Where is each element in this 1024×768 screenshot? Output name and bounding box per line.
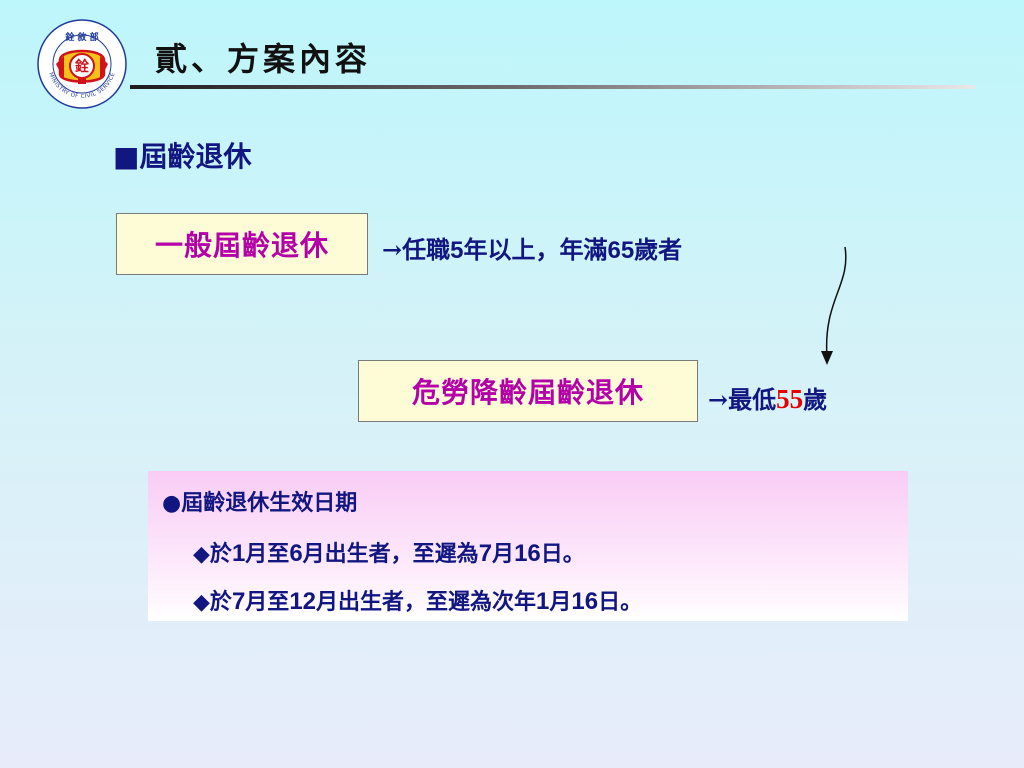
- right-arrow-icon: →: [708, 385, 729, 414]
- rule-number: 12: [289, 588, 317, 615]
- retirement-age: 65: [607, 237, 635, 264]
- condition-text: 年以上，年滿: [463, 235, 608, 264]
- diamond-bullet-icon: ◆: [193, 541, 210, 567]
- logo-top-text: 銓 敘 部: [65, 31, 98, 43]
- condition-text: 任職: [402, 235, 451, 264]
- hazardous-retirement-label: 危勞降齡屆齡退休: [411, 376, 644, 409]
- section-heading: ■屆齡退休: [113, 135, 251, 175]
- rule-number: 6: [289, 540, 303, 567]
- effective-date-panel: ●屆齡退休生效日期 ◆於1月至6月出生者，至遲為7月16日。 ◆於7月至12月出…: [148, 471, 908, 621]
- rule-text: 日。: [598, 589, 643, 615]
- rule-number: 1: [231, 540, 246, 567]
- hazardous-retirement-condition: →最低55歲: [708, 380, 827, 415]
- condition-text: 歲者: [634, 235, 683, 264]
- rule-number: 16: [514, 540, 541, 567]
- hazardous-retirement-box: 危勞降齡屆齡退休: [358, 360, 698, 422]
- rule-text: 月: [549, 589, 572, 615]
- effective-date-rule-1: ◆於1月至6月出生者，至遲為7月16日。: [193, 536, 585, 568]
- circle-bullet-icon: ●: [162, 490, 182, 516]
- curved-down-arrow-icon: [821, 246, 847, 365]
- condition-text: 歲: [803, 385, 828, 414]
- rule-text: 月出生者，至遲為次年: [316, 589, 537, 615]
- service-years: 5: [450, 237, 464, 264]
- ministry-logo: 銓 敘 部 銓 MINISTRY OF CIVIL SERVICE: [37, 19, 127, 109]
- right-arrow-icon: →: [382, 235, 403, 264]
- logo-center-char: 銓: [75, 58, 89, 75]
- rule-text: 於: [209, 589, 232, 615]
- rule-text: 日。: [540, 541, 585, 567]
- effective-date-heading: ●屆齡退休生效日期: [162, 485, 357, 517]
- rule-text: 月出生者，至遲為: [302, 541, 479, 567]
- rule-number: 1: [536, 588, 550, 615]
- rule-text: 於: [209, 541, 232, 567]
- minimum-age: 55: [776, 384, 804, 414]
- effective-date-heading-text: 屆齡退休生效日期: [181, 490, 358, 516]
- rule-number: 7: [478, 540, 493, 567]
- square-bullet-icon: ■: [113, 140, 140, 173]
- logo-inner-ring: [52, 34, 112, 94]
- rule-number: 16: [571, 588, 599, 615]
- rule-text: 月: [492, 541, 515, 567]
- logo-emblem: 銓: [56, 49, 108, 84]
- title-underline: [130, 85, 975, 89]
- rule-text: 月至: [245, 541, 290, 567]
- general-retirement-condition: →任職5年以上，年滿65歲者: [382, 230, 682, 265]
- page-title: 貳、方案內容: [155, 40, 372, 78]
- general-retirement-box: 一般屆齡退休: [116, 213, 368, 275]
- section-heading-text: 屆齡退休: [139, 140, 252, 173]
- effective-date-rule-2: ◆於7月至12月出生者，至遲為次年1月16日。: [193, 584, 642, 616]
- condition-text: 最低: [728, 385, 777, 414]
- general-retirement-label: 一般屆齡退休: [154, 229, 329, 262]
- rule-text: 月至: [245, 589, 290, 615]
- diamond-bullet-icon: ◆: [193, 589, 210, 615]
- rule-number: 7: [231, 588, 246, 615]
